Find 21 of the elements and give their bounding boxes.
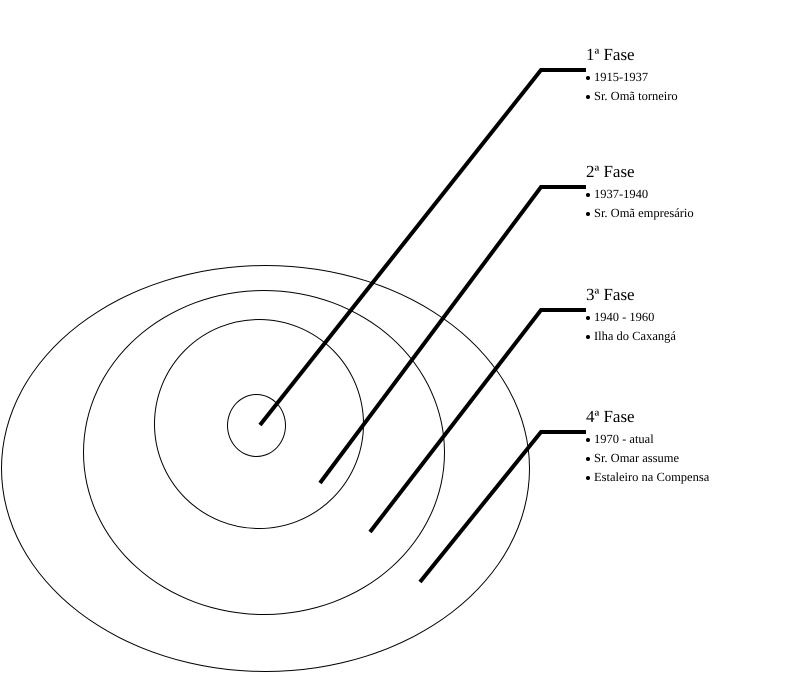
bullet-text: 1940 - 1960 (594, 309, 654, 326)
leader-line (418, 430, 586, 584)
phase-heading: 4ª Fase (586, 406, 636, 428)
ring-region (226, 394, 286, 456)
phase-heading: 2ª Fase (586, 161, 636, 183)
bullet-text: Estaleiro na Compensa (594, 469, 710, 486)
bullet-text: 1915-1937 (594, 69, 648, 86)
ring-region (82, 290, 444, 614)
leader-line (318, 185, 586, 484)
leader-line (258, 68, 586, 426)
bullet-text: Ilha do Caxangá (594, 328, 676, 345)
bullet-text: 1970 - atual (594, 431, 654, 448)
phase-heading: 3ª Fase (586, 284, 636, 306)
bullet-text: Sr. Omã torneiro (594, 88, 678, 105)
bullet-text: 1937-1940 (594, 186, 648, 203)
bullet-text: Sr. Omã empresário (594, 205, 694, 222)
ring-region (154, 319, 364, 529)
leader-line (368, 308, 586, 534)
ring-region (1, 265, 530, 672)
phase-heading: 1ª Fase (586, 44, 636, 66)
bullet-text: Sr. Omar assume (594, 450, 680, 467)
